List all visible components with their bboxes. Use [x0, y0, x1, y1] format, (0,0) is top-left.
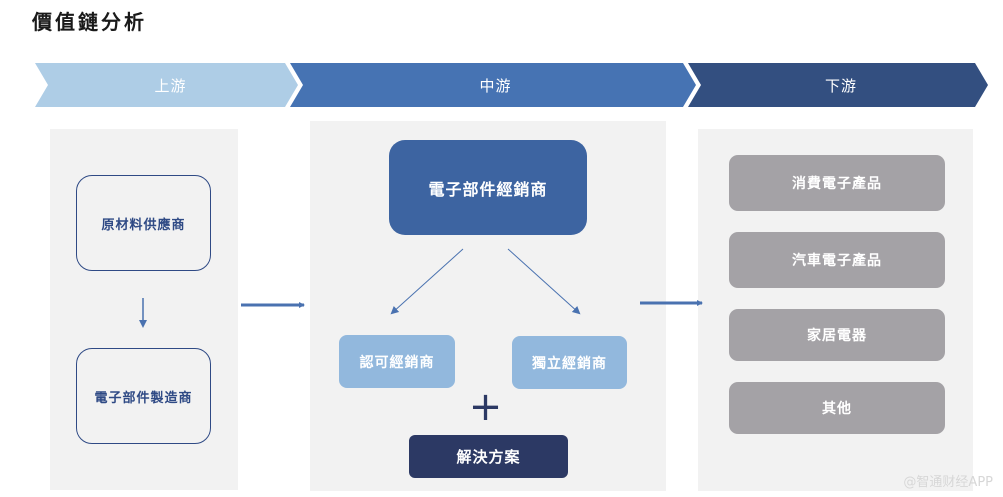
arrow-to-independent [507, 248, 581, 315]
page-title: 價值鏈分析 [32, 10, 147, 34]
stage-label-downstream: 下游 [824, 77, 857, 95]
stage-label-midstream: 中游 [479, 77, 512, 95]
watermark: @智通财经APP [903, 475, 993, 490]
chevron-midstream [290, 63, 696, 107]
chevron-upstream [35, 63, 298, 107]
home-appliances-box: 家居電器 [729, 309, 945, 361]
stage-chevrons [35, 63, 988, 107]
stage-label-upstream: 上游 [154, 77, 187, 95]
component-manufacturer-box: 電子部件製造商 [76, 348, 211, 444]
solutions-box: 解決方案 [409, 435, 568, 478]
automotive-electronics-box: 汽車電子產品 [729, 232, 945, 288]
raw-material-supplier-box: 原材料供應商 [76, 175, 211, 271]
component-distributor-box: 電子部件經銷商 [389, 140, 587, 235]
plus-icon: + [468, 384, 504, 430]
chevron-downstream [688, 63, 988, 107]
others-box: 其他 [729, 382, 945, 434]
arrow-to-authorized [390, 248, 464, 315]
independent-distributor-box: 獨立經銷商 [512, 336, 627, 389]
consumer-electronics-box: 消費電子產品 [729, 155, 945, 211]
authorized-distributor-box: 認可經銷商 [339, 335, 455, 388]
